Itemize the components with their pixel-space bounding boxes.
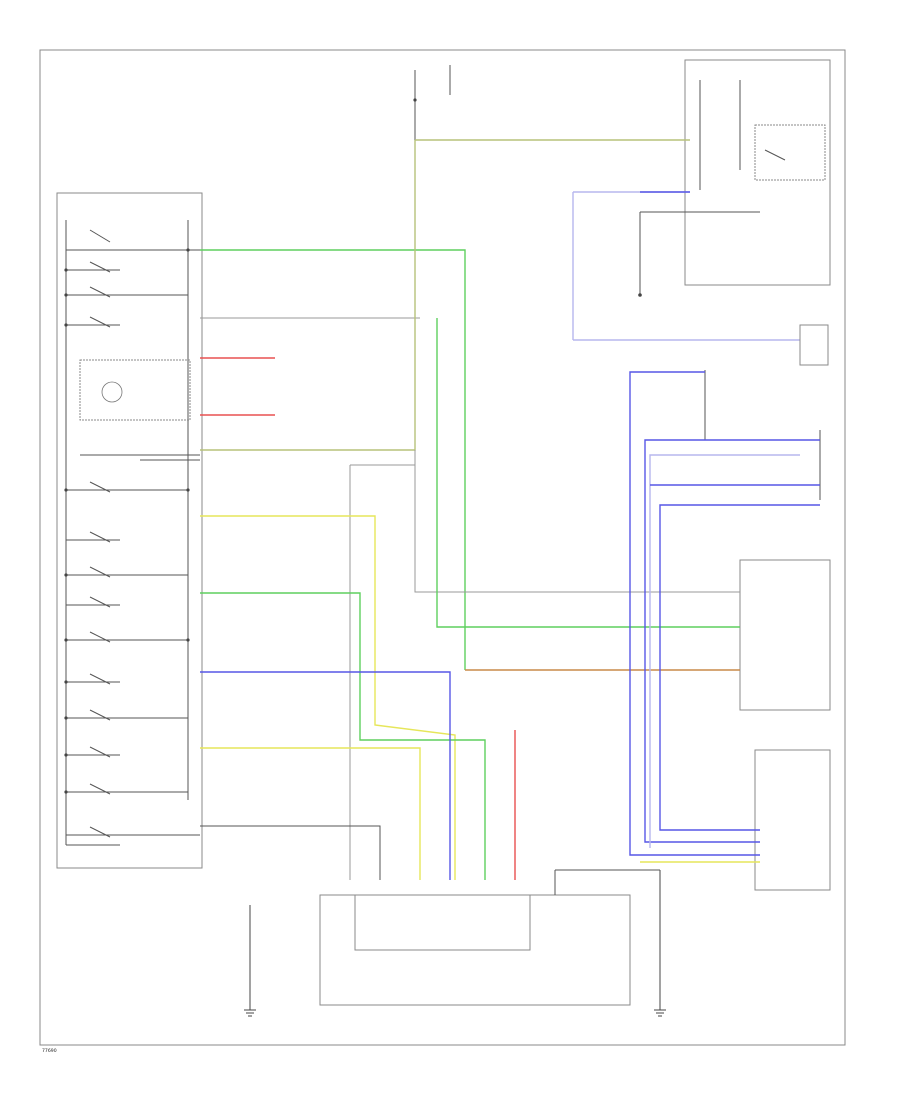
figure-id: 77690 [42,1048,57,1054]
temp-control-subbox [79,359,191,421]
heater-relay-box [684,59,831,286]
relay-coil [754,124,826,181]
heater-control-panel [56,192,203,869]
right-components [704,370,831,891]
diagram-frame [39,49,846,1046]
blower-motor-relay [799,324,829,366]
fuse-box-area [413,59,831,286]
panel-switches [64,229,200,846]
position-switch-box [354,894,531,951]
mode-switch-box [739,559,831,711]
motor-outer-box [319,894,631,1006]
function-control-motor [319,869,660,1006]
temp-dial-icon [101,381,123,403]
blower-harness-box [572,191,829,366]
ground-symbols [244,870,666,1017]
heater-valve-switch-box [754,749,831,891]
control-panel-box [56,192,203,869]
wires [200,139,820,880]
